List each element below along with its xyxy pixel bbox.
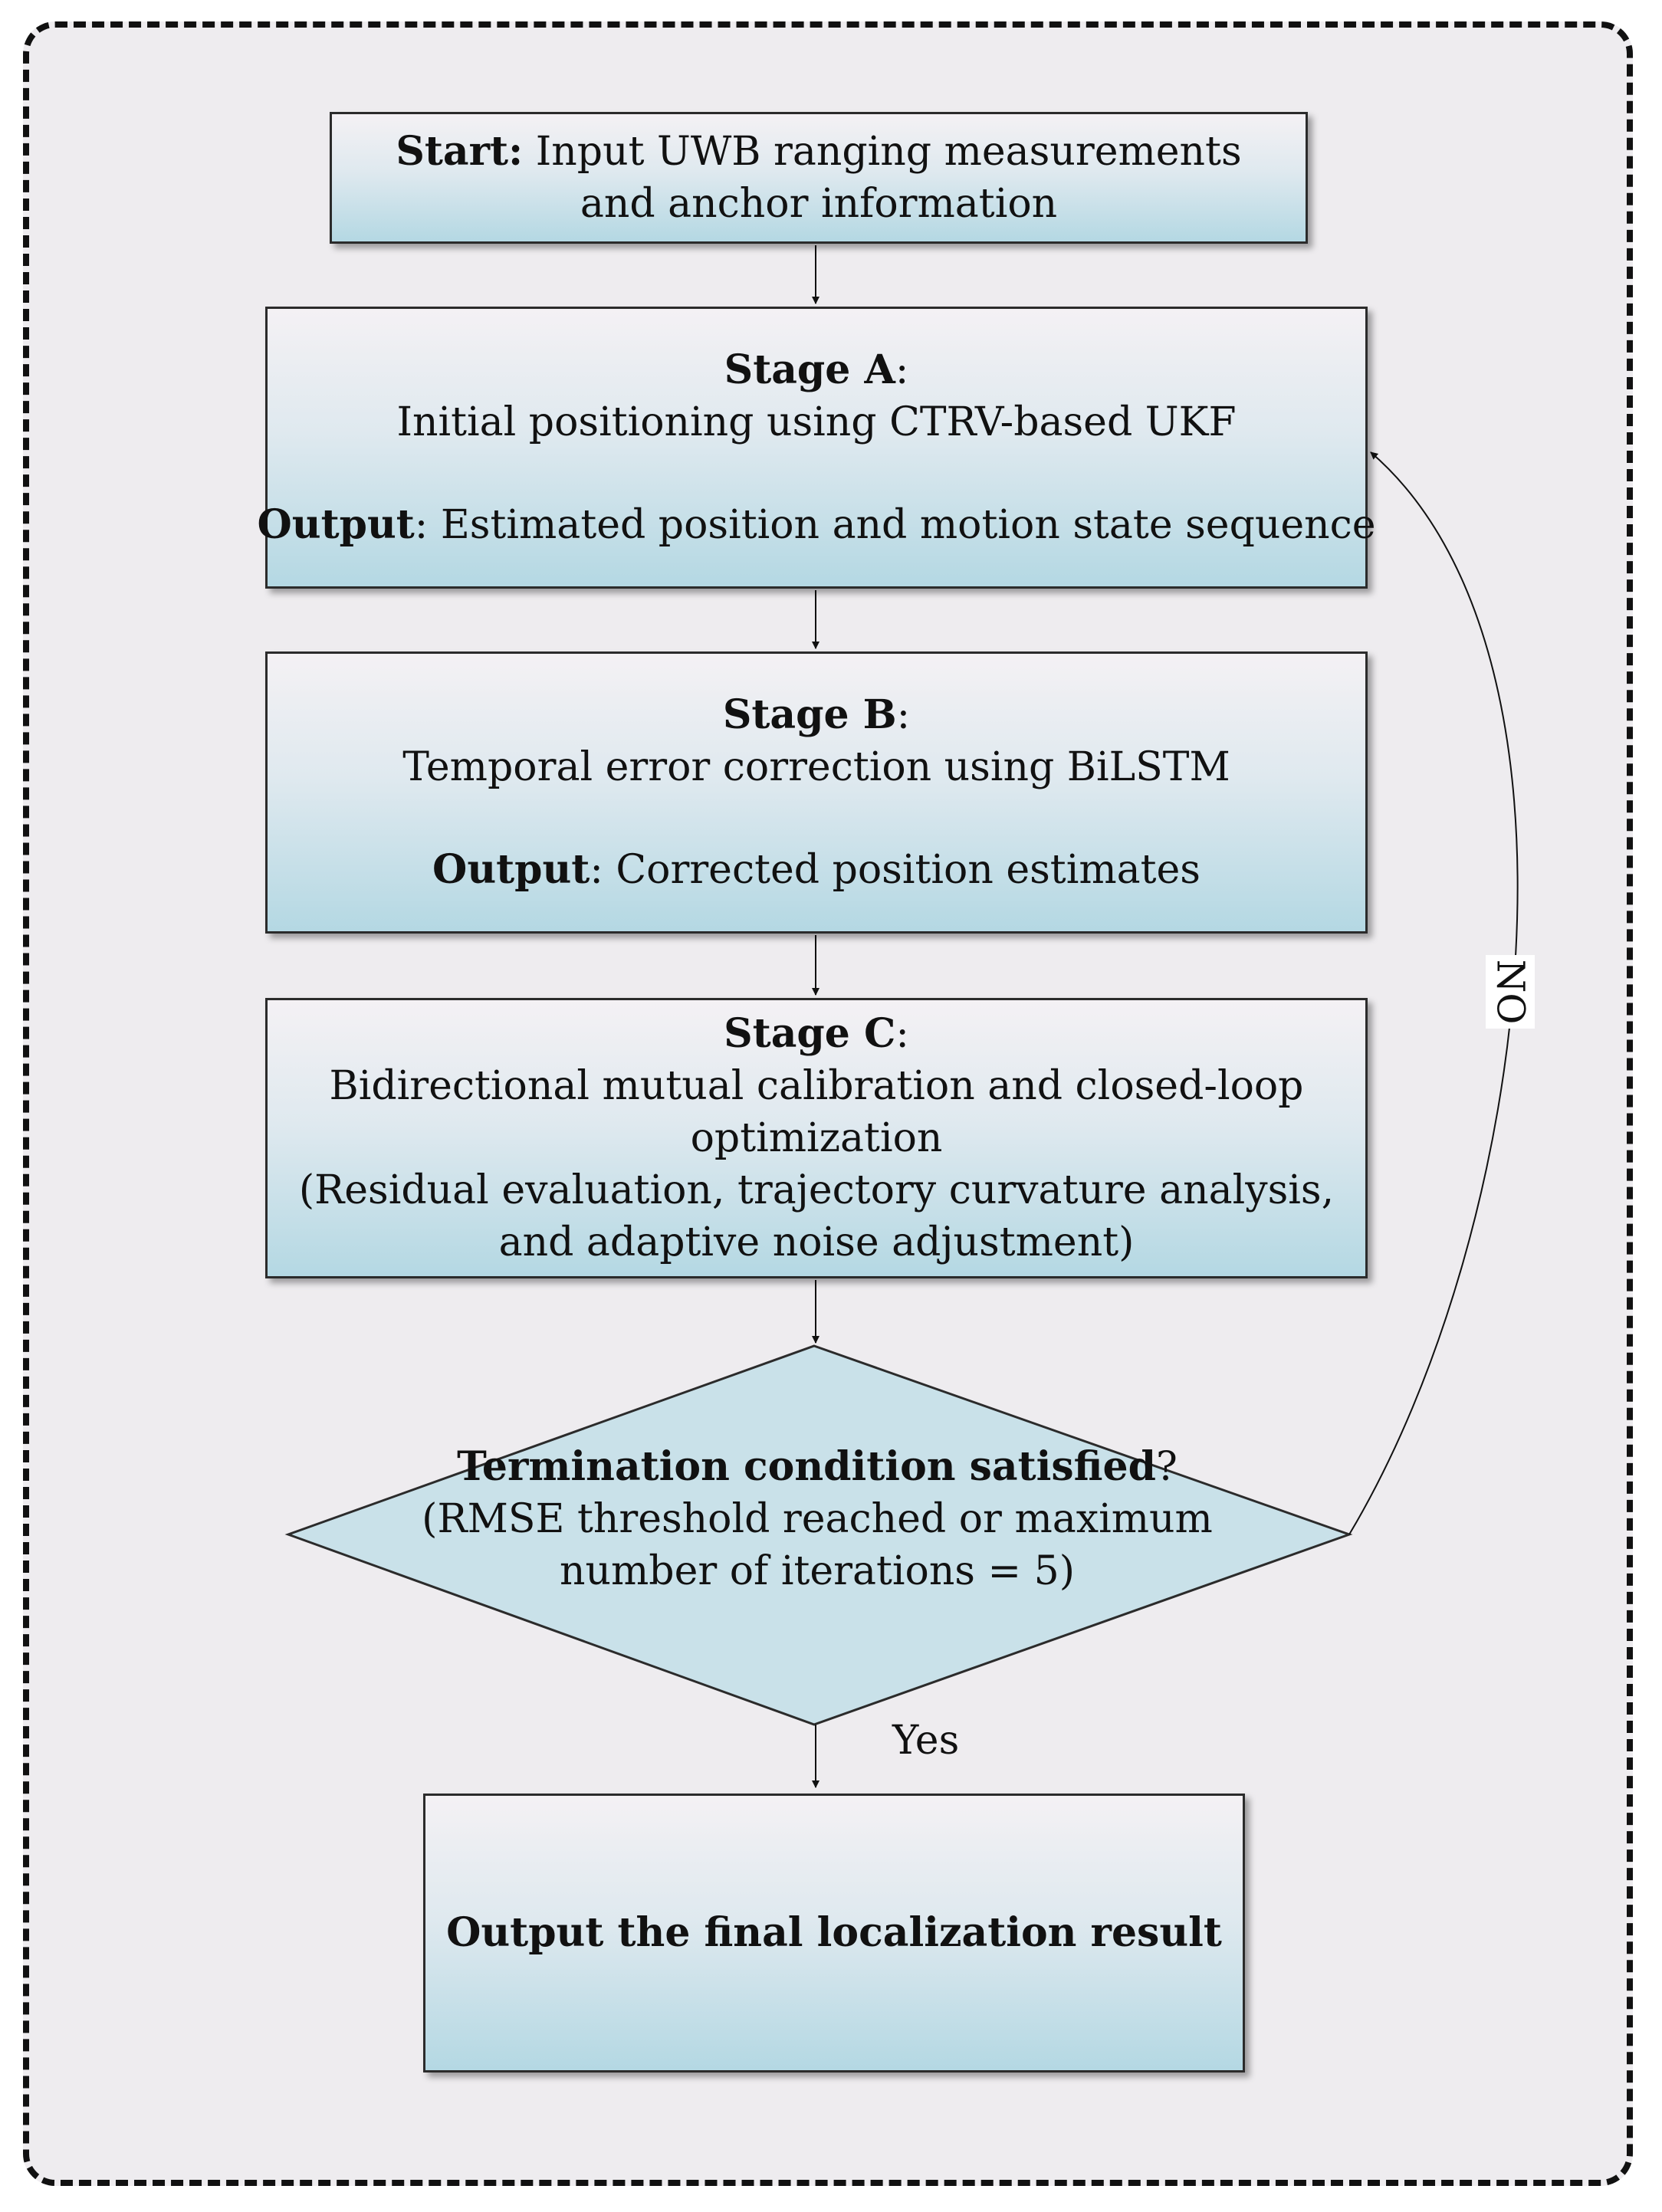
stage-b-description: Temporal error correction using BiLSTM [402,744,1230,790]
stage-c-line-3: (Residual evaluation, trajectory curvatu… [298,1167,1335,1213]
start-box: Start: Input UWB ranging measurements an… [330,112,1308,244]
stage-b-output: Output: Corrected position estimates [432,844,1201,896]
yes-label: Yes [892,1718,960,1764]
no-label-text: NO [1488,959,1532,1025]
stage-a-output: Output: Estimated position and motion st… [257,499,1375,551]
stage-a-title-colon: : [895,347,909,393]
stage-b-output-label: Output [432,846,590,893]
loop-back-arrow-no [1348,451,1519,1535]
start-line-1: Start: Input UWB ranging measurements [396,126,1241,178]
final-output-text: Output the final localization result [446,1909,1222,1956]
stage-b-title-colon: : [896,692,911,738]
stage-c-line-1: Bidirectional mutual calibration and clo… [329,1063,1304,1109]
start-text-1: Input UWB ranging measurements [523,129,1242,175]
stage-a-box: Stage A: Initial positioning using CTRV-… [257,307,1376,589]
start-label: Start: [396,128,524,175]
stage-b-box: Stage B: Temporal error correction using… [265,651,1368,934]
stage-c-title-colon: : [895,1011,909,1057]
stage-a-output-label: Output [257,501,415,548]
start-text-2: and anchor information [580,181,1058,227]
stage-b-title: Stage B: [723,689,910,741]
stage-a-output-text: : Estimated position and motion state se… [414,502,1376,548]
decision-title-bold: Termination condition satisfied [457,1443,1156,1490]
stage-c-line-4: and adaptive noise adjustment) [498,1219,1135,1265]
stage-a-title: Stage A: [724,344,909,396]
final-output-box: Output the final localization result [423,1794,1245,2073]
stage-b-output-text: : Corrected position estimates [590,847,1201,893]
decision-text: Termination condition satisfied? (RMSE t… [291,1441,1343,1597]
stage-c-title: Stage C: [724,1008,909,1060]
decision-line-2: (RMSE threshold reached or maximum [422,1496,1213,1542]
decision-question-mark: ? [1155,1444,1178,1490]
stage-c-title-bold: Stage C [724,1010,896,1057]
stage-c-box: Stage C: Bidirectional mutual calibratio… [265,998,1368,1278]
flow-arrows [812,245,1519,1788]
stage-a-description: Initial positioning using CTRV-based UKF [396,399,1237,445]
decision-diamond [284,1344,1353,1726]
stage-c-line-2: optimization [690,1115,943,1161]
decision-line-3: number of iterations = 5) [560,1548,1075,1594]
no-label: NO [1486,955,1535,1029]
stage-b-title-bold: Stage B [722,691,897,738]
stage-a-title-bold: Stage A [724,346,895,393]
decision-title: Termination condition satisfied? [291,1441,1343,1493]
